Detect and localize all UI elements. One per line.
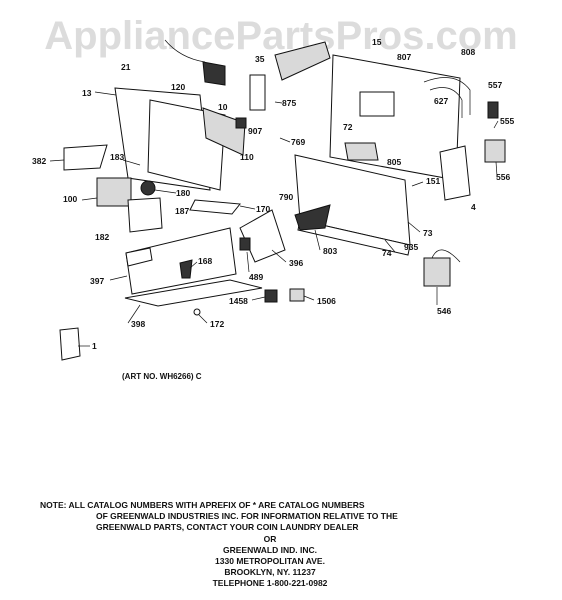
part-397-coinbox [125,227,237,295]
label-769: 769 [291,137,305,147]
label-10: 10 [218,102,228,112]
label-1: 1 [92,341,97,351]
watermark: AppliancePartsPros.com [44,14,518,58]
label-183: 183 [110,152,124,162]
part-803 [294,204,331,231]
label-935: 935 [404,242,418,252]
label-1458: 1458 [229,296,248,306]
label-13: 13 [82,88,92,98]
part-100-timer [96,177,132,207]
label-74: 74 [382,248,392,258]
part-546-harness [423,257,451,287]
label-556: 556 [496,172,510,182]
label-4: 4 [471,202,476,212]
label-627: 627 [434,96,448,106]
note-line-4: OR [263,533,277,544]
label-170: 170 [256,204,270,214]
label-557: 557 [488,80,502,90]
label-21: 21 [121,62,131,72]
part-546-wires [431,249,461,263]
label-110: 110 [240,152,254,162]
label-180: 180 [176,188,190,198]
label-168: 168 [198,256,212,266]
label-72: 72 [343,122,353,132]
part-10 [202,61,226,86]
label-187: 187 [175,206,189,216]
label-489: 489 [249,272,263,282]
part-489 [239,237,251,251]
hose-line [164,39,206,63]
part-172-screw [193,308,201,316]
note-line-7: BROOKLYN, NY. 11237 [224,567,316,578]
label-73: 73 [423,228,433,238]
label-398: 398 [131,319,145,329]
part-382-door [63,144,108,171]
part-1506 [289,288,305,302]
part-1-manual [59,327,81,361]
part-110 [202,107,246,156]
part-15-bracket [274,41,331,81]
label-182: 182 [95,232,109,242]
label-100: 100 [63,194,77,204]
part-182 [127,197,163,233]
label-803: 803 [323,246,337,256]
label-35: 35 [255,54,265,64]
part-808-hose [423,77,471,115]
label-151: 151 [426,176,440,186]
part-72-window [359,91,395,117]
part-808-hose-2 [429,87,463,118]
part-396-bracket [239,209,286,263]
note-line-3: GREENWALD PARTS, CONTACT YOUR COIN LAUND… [96,522,359,533]
label-805: 805 [387,157,401,167]
part-170-label [189,199,241,215]
part-4-bracket [439,145,471,201]
part-168-lock [179,259,193,279]
label-546: 546 [437,306,451,316]
part-557 [487,101,499,119]
part-35-switch [249,74,266,111]
label-1506: 1506 [317,296,336,306]
label-790: 790 [279,192,293,202]
part-907 [235,117,247,129]
note-line-6: 1330 METROPOLITAN AVE. [215,556,325,567]
part-805-valve [344,142,379,161]
part-397-front [125,247,153,267]
part-556 [484,139,506,163]
part-398-base [124,279,263,307]
label-397: 397 [90,276,104,286]
label-875: 875 [282,98,296,108]
label-382: 382 [32,156,46,166]
label-172: 172 [210,319,224,329]
note-block: NOTE: ALL CATALOG NUMBERS WITH APREFIX O… [40,500,500,590]
label-120: 120 [171,82,185,92]
note-line-2: OF GREENWALD INDUSTRIES INC. FOR INFORMA… [96,511,398,522]
label-396: 396 [289,258,303,268]
part-180-knob [140,180,156,196]
label-907: 907 [248,126,262,136]
note-line-8: TELEPHONE 1-800-221-0982 [212,578,328,589]
label-15: 15 [372,37,382,47]
art-number: (ART NO. WH6266) C [122,372,202,381]
label-807: 807 [397,52,411,62]
note-line-5: GREENWALD IND. INC. [223,544,317,555]
label-808: 808 [461,47,475,57]
label-555: 555 [500,116,514,126]
note-line-1: NOTE: ALL CATALOG NUMBERS WITH APREFIX O… [40,500,365,510]
part-1458 [264,289,278,303]
